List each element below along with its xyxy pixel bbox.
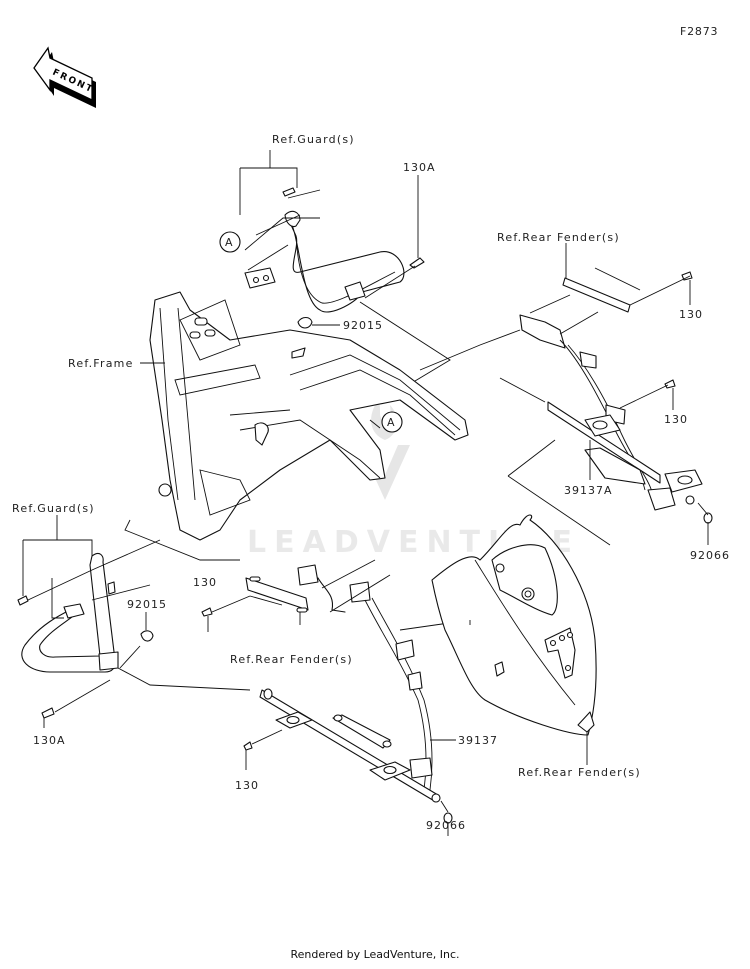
rear-fender: Ref.Rear Fender(s) — [431, 514, 641, 779]
part-label-130-bottom: 130 — [235, 779, 259, 792]
part-label-130a-left: 130A — [33, 734, 66, 747]
callout-ref-guard-left: Ref.Guard(s) — [12, 502, 95, 515]
callout-ref-guard-top: Ref.Guard(s) — [272, 133, 355, 146]
guard-top-assembly: A Ref.Guard(s) 130A 92015 — [219, 133, 451, 391]
frame-assembly: A Ref.Frame — [68, 291, 469, 541]
marker-a-top: A — [225, 236, 234, 249]
callout-ref-rear-fender-top: Ref.Rear Fender(s) — [497, 231, 620, 244]
front-arrow-icon: FRONT — [33, 46, 96, 108]
callout-ref-rear-fender-bottom: Ref.Rear Fender(s) — [518, 766, 641, 779]
part-label-130-mid-right: 130 — [664, 413, 688, 426]
part-label-39137a: 39137A — [564, 484, 613, 497]
part-label-130-upper-right: 130 — [679, 308, 703, 321]
rear-bracket-right-assembly: Ref.Rear Fender(s) 130 130 39137A 92066 — [419, 231, 730, 562]
part-label-92066-bottom: 92066 — [426, 819, 466, 832]
marker-a-frame: A — [387, 416, 396, 429]
part-label-130a-top: 130A — [403, 161, 436, 174]
part-label-39137: 39137 — [458, 734, 498, 747]
footer-credit: Rendered by LeadVenture, Inc. — [290, 948, 460, 961]
figure-number: F2873 — [680, 25, 718, 38]
rear-bracket-left-assembly: 130 Ref.Rear Fender(s) 39137 130 92066 — [193, 559, 498, 836]
part-label-92015-top: 92015 — [343, 319, 383, 332]
part-label-92015-left: 92015 — [127, 598, 167, 611]
callout-ref-frame: Ref.Frame — [68, 357, 134, 370]
callout-ref-rear-fender-mid: Ref.Rear Fender(s) — [230, 653, 353, 666]
part-label-92066-right: 92066 — [690, 549, 730, 562]
guard-left-assembly: Ref.Guard(s) 92015 130A — [12, 502, 251, 747]
part-label-130-mid-left: 130 — [193, 576, 217, 589]
